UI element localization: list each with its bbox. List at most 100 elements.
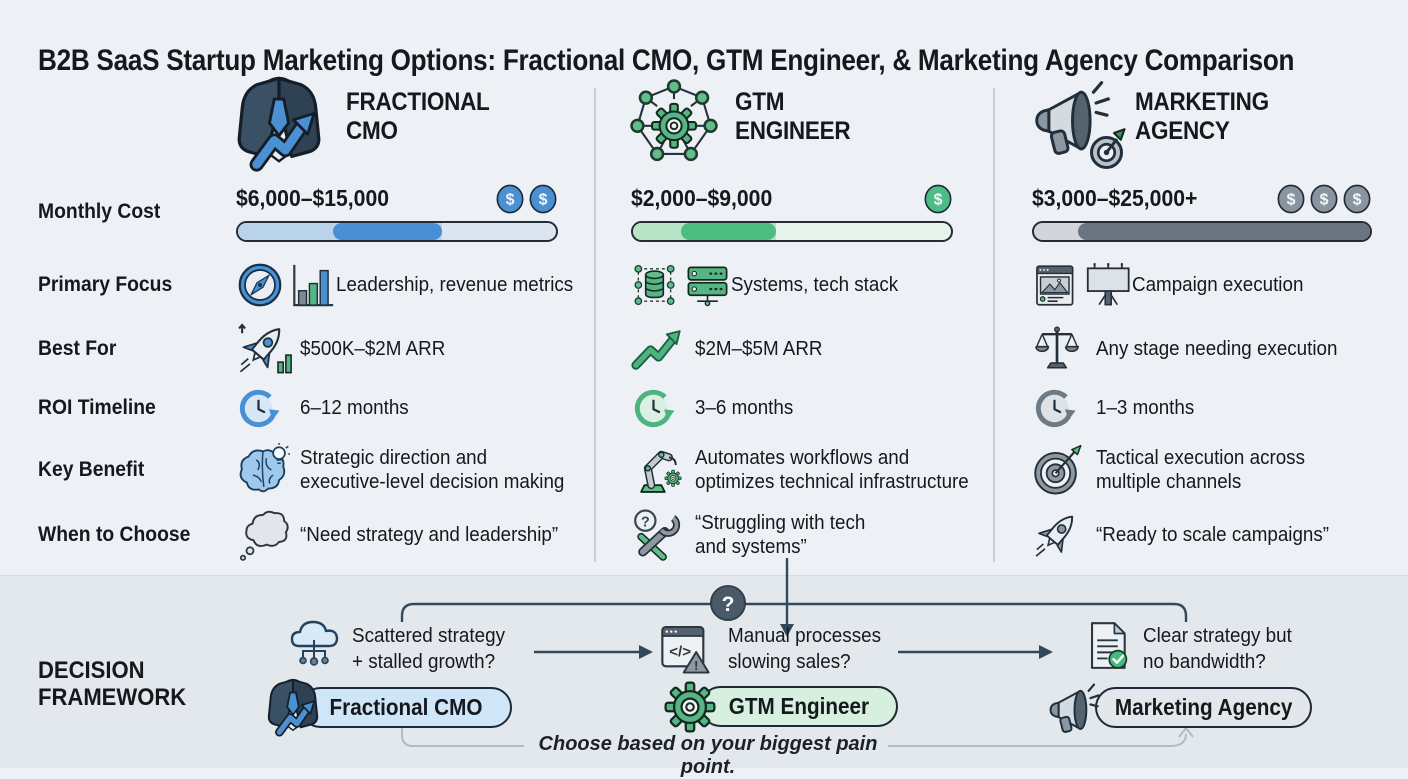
scales-icon bbox=[1032, 324, 1082, 374]
column-fractional-cmo: FRACTIONAL CMO $6,000–$15,000 Leadership… bbox=[236, 0, 573, 768]
best-for-text: Any stage needing execution bbox=[1096, 337, 1338, 360]
cost-coins bbox=[923, 183, 953, 215]
rocket-icon bbox=[1032, 509, 1084, 561]
column-marketing-agency: MARKETING AGENCY $3,000–$25,000+ Campaig… bbox=[1032, 0, 1372, 768]
fractional-cmo-pill: Fractional CMO bbox=[300, 687, 512, 728]
key-benefit-cell: Strategic direction and executive-level … bbox=[236, 440, 564, 500]
clock-cycle-icon bbox=[631, 386, 676, 431]
row-label-roi-timeline: ROI Timeline bbox=[38, 396, 156, 419]
businessman-suit-growth-icon bbox=[228, 72, 330, 174]
roi-timeline-text: 6–12 months bbox=[300, 396, 409, 419]
primary-focus-text: Leadership, revenue metrics bbox=[336, 273, 574, 296]
column-title: MARKETING AGENCY bbox=[1135, 88, 1269, 145]
footnote: Choose based on your biggest pain point. bbox=[538, 733, 878, 778]
column-header: MARKETING AGENCY bbox=[1032, 76, 1372, 172]
primary-focus-cell: Leadership, revenue metrics bbox=[236, 258, 573, 312]
key-benefit-text: Tactical execution across multiple chann… bbox=[1096, 446, 1305, 494]
when-to-choose-text: “Ready to scale campaigns” bbox=[1096, 523, 1330, 546]
gtm-engineer-pill: GTM Engineer bbox=[700, 686, 898, 727]
gear-icon bbox=[660, 677, 720, 737]
dollar-coin-icon bbox=[1276, 183, 1306, 215]
robot-arm-icon bbox=[631, 443, 685, 497]
cost-bar-range-segment bbox=[680, 223, 777, 240]
dollar-coin-icon bbox=[528, 183, 558, 215]
cost-coins bbox=[495, 183, 558, 215]
decision-question-3: Clear strategy but no bandwidth? bbox=[1143, 624, 1292, 673]
thought-cloud-icon bbox=[236, 507, 292, 563]
database-cluster-icon bbox=[631, 260, 678, 310]
column-title: GTM ENGINEER bbox=[735, 88, 851, 145]
cost-value: $3,000–$25,000+ bbox=[1032, 185, 1198, 211]
when-to-choose-text: “Need strategy and leadership” bbox=[300, 523, 559, 546]
question-tools-icon bbox=[631, 508, 685, 562]
clock-cycle-icon bbox=[1032, 386, 1077, 431]
document-check-icon bbox=[1080, 618, 1135, 673]
bar-chart-icon bbox=[290, 262, 336, 308]
dollar-coin-icon bbox=[923, 183, 953, 215]
when-to-choose-text: “Struggling with tech and systems” bbox=[695, 511, 866, 559]
trend-up-arrow-icon bbox=[631, 323, 683, 375]
browser-ad-icon bbox=[1032, 262, 1078, 309]
row-label-best-for: Best For bbox=[38, 337, 117, 360]
monthly-cost-cell: $6,000–$15,000 bbox=[236, 185, 558, 217]
server-stack-icon bbox=[684, 260, 731, 310]
decision-question-1: Scattered strategy + stalled growth? bbox=[352, 624, 506, 673]
key-benefit-cell: Automates workflows and optimizes techni… bbox=[631, 440, 969, 500]
cost-bar-range-segment bbox=[333, 223, 442, 240]
cost-value: $2,000–$9,000 bbox=[631, 185, 773, 211]
best-for-cell: $2M–$5M ARR bbox=[631, 325, 953, 373]
row-label-primary-focus: Primary Focus bbox=[38, 273, 173, 296]
column-divider bbox=[594, 88, 596, 562]
cost-range-bar bbox=[236, 221, 558, 242]
cost-coins bbox=[1276, 183, 1372, 215]
rocket-growth-icon bbox=[236, 321, 292, 377]
best-for-text: $500K–$2M ARR bbox=[300, 337, 446, 360]
businessman-suit-growth-icon bbox=[262, 676, 324, 738]
dollar-coin-icon bbox=[495, 183, 525, 215]
row-label-key-benefit: Key Benefit bbox=[38, 458, 145, 481]
decision-framework-label: DECISION FRAMEWORK bbox=[38, 657, 187, 712]
roi-timeline-text: 3–6 months bbox=[695, 396, 794, 419]
when-to-choose-cell: “Ready to scale campaigns” bbox=[1032, 505, 1372, 565]
column-gtm-engineer: GTM ENGINEER $2,000–$9,000 Systems, tech… bbox=[629, 0, 969, 768]
column-title: FRACTIONAL CMO bbox=[346, 88, 490, 145]
primary-focus-text: Systems, tech stack bbox=[731, 273, 899, 296]
cost-range-bar bbox=[1032, 221, 1372, 242]
column-divider bbox=[993, 88, 995, 562]
key-benefit-text: Strategic direction and executive-level … bbox=[300, 446, 565, 494]
best-for-text: $2M–$5M ARR bbox=[695, 337, 823, 360]
marketing-agency-pill: Marketing Agency bbox=[1095, 687, 1312, 728]
best-for-cell: $500K–$2M ARR bbox=[236, 325, 558, 373]
brain-idea-icon bbox=[236, 443, 290, 497]
primary-focus-text: Campaign execution bbox=[1132, 273, 1304, 296]
roi-timeline-text: 1–3 months bbox=[1096, 396, 1195, 419]
monthly-cost-cell: $3,000–$25,000+ bbox=[1032, 185, 1372, 217]
target-dart-icon bbox=[1032, 444, 1084, 496]
code-window-warning-icon bbox=[657, 620, 714, 677]
megaphone-target-icon bbox=[1030, 76, 1126, 172]
key-benefit-text: Automates workflows and optimizes techni… bbox=[695, 446, 969, 494]
best-for-cell: Any stage needing execution bbox=[1032, 325, 1372, 373]
decision-question-2: Manual processes slowing sales? bbox=[728, 624, 882, 673]
cost-value: $6,000–$15,000 bbox=[236, 185, 389, 211]
compass-icon bbox=[236, 261, 284, 309]
megaphone-icon bbox=[1046, 680, 1104, 738]
row-label-when-to-choose: When to Choose bbox=[38, 523, 191, 546]
roi-timeline-cell: 3–6 months bbox=[631, 385, 953, 431]
gear-network-icon bbox=[629, 78, 719, 168]
dollar-coin-icon bbox=[1309, 183, 1339, 215]
page-title: B2B SaaS Startup Marketing Options: Frac… bbox=[38, 44, 1295, 78]
dollar-coin-icon bbox=[1342, 183, 1372, 215]
when-to-choose-cell: “Need strategy and leadership” bbox=[236, 505, 558, 565]
column-header: FRACTIONAL CMO bbox=[236, 76, 558, 172]
primary-focus-cell: Campaign execution bbox=[1032, 258, 1372, 312]
billboard-icon bbox=[1084, 260, 1132, 310]
key-benefit-cell: Tactical execution across multiple chann… bbox=[1032, 440, 1372, 500]
cost-bar-range-segment bbox=[1077, 223, 1370, 240]
cost-range-bar bbox=[631, 221, 953, 242]
cloud-network-icon bbox=[283, 614, 347, 678]
when-to-choose-cell: “Struggling with tech and systems” bbox=[631, 505, 953, 565]
monthly-cost-cell: $2,000–$9,000 bbox=[631, 185, 953, 217]
roi-timeline-cell: 6–12 months bbox=[236, 385, 558, 431]
